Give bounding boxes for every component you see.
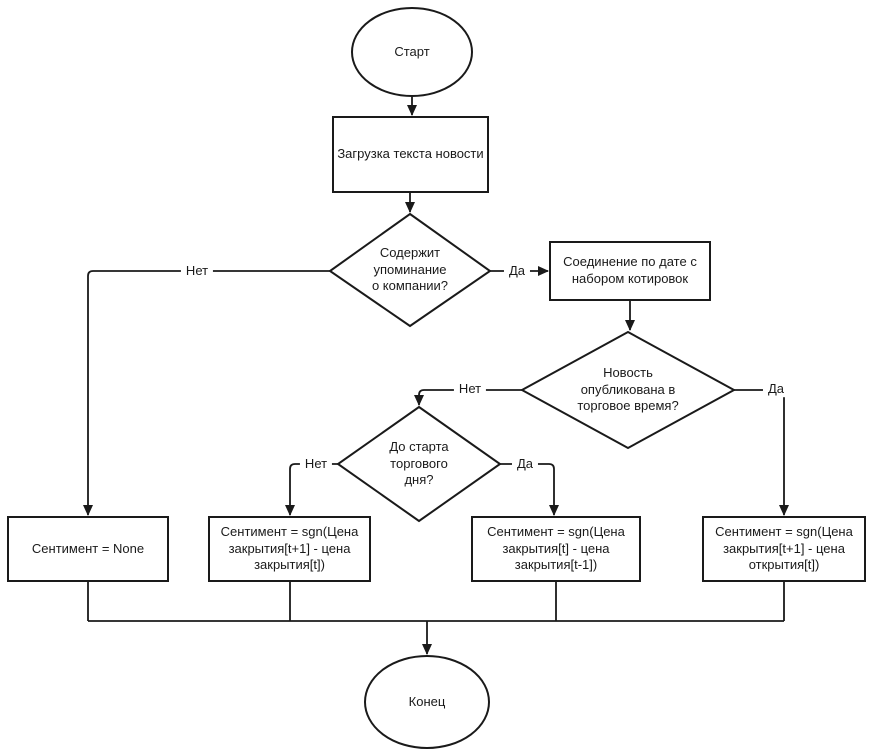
- sentiment-next-close-minus-open-rect: [702, 516, 866, 582]
- sentiment-close-minus-prev-close-rect: [471, 516, 641, 582]
- start-ellipse: [351, 7, 473, 97]
- sentiment-next-close-minus-close-rect: [208, 516, 371, 582]
- join-quotes-rect: [549, 241, 711, 301]
- load-news-rect: [332, 116, 489, 193]
- edge-mentions-no: [83, 270, 330, 516]
- edge-published-no: [414, 389, 522, 406]
- sentiment-none-rect: [7, 516, 169, 582]
- published-trading-time-diamond: [519, 330, 737, 450]
- node-shapes: [7, 7, 866, 749]
- end-ellipse: [364, 655, 490, 749]
- mentions-company-diamond: [328, 212, 492, 328]
- edge-before-no: [285, 463, 338, 516]
- edge-before-yes: [500, 463, 559, 516]
- edge-published-yes: [734, 389, 789, 516]
- edge-merge-lines: [87, 581, 785, 622]
- before-trading-day-diamond: [336, 405, 502, 523]
